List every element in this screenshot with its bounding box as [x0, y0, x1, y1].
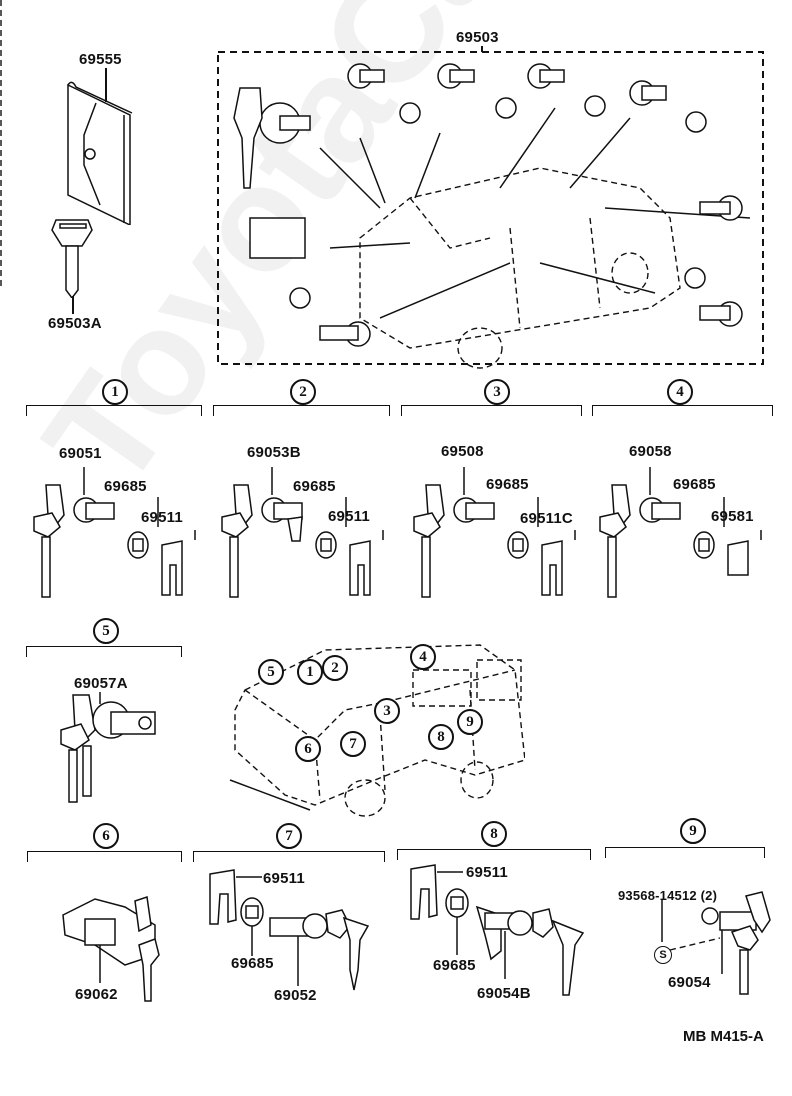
- leader-line: [72, 296, 74, 314]
- lock-set-group-1: [33, 467, 196, 598]
- key-set-frame: [217, 51, 764, 369]
- group-bracket: [26, 405, 202, 416]
- lock-set-drawings-row1: [33, 467, 762, 598]
- part-label[interactable]: 69685: [486, 476, 529, 493]
- group-bracket: [213, 405, 390, 416]
- leader-line: [481, 46, 483, 52]
- group-bracket: [26, 646, 182, 657]
- group-number-8: 8: [481, 821, 507, 847]
- tailgate-lock-icon: [60, 692, 156, 803]
- location-callout: 7: [340, 731, 366, 757]
- group-number-3: 3: [484, 379, 510, 405]
- group-number-7: 7: [276, 823, 302, 849]
- part-label[interactable]: 69511C: [520, 510, 573, 527]
- key-case-icon: [67, 81, 133, 225]
- part-label[interactable]: 69054: [668, 974, 711, 991]
- part-label[interactable]: 69508: [441, 443, 484, 460]
- lock-set-group-9: [661, 891, 771, 995]
- part-label[interactable]: 69685: [293, 478, 336, 495]
- blank-key-icon: [51, 219, 93, 298]
- ignition-housing-icon: [62, 896, 160, 1002]
- part-label-key-case[interactable]: 69555: [79, 51, 122, 68]
- leader-line: [105, 68, 107, 102]
- location-callout: 2: [322, 655, 348, 681]
- group-number-9: 9: [680, 818, 706, 844]
- part-label[interactable]: 69062: [75, 986, 118, 1003]
- location-callout: 1: [297, 659, 323, 685]
- group-bracket: [397, 849, 591, 860]
- group-bracket: [401, 405, 582, 416]
- part-label[interactable]: 69685: [433, 957, 476, 974]
- part-label[interactable]: 69511: [141, 509, 183, 526]
- part-label[interactable]: 69685: [104, 478, 147, 495]
- group-bracket: [592, 405, 773, 416]
- screw-symbol: S: [654, 946, 672, 964]
- part-label[interactable]: 69685: [231, 955, 274, 972]
- group-bracket: [605, 847, 765, 858]
- lock-set-group-4: [599, 467, 762, 598]
- part-label[interactable]: 69511: [328, 508, 370, 525]
- group-number-6: 6: [93, 823, 119, 849]
- location-callout: 4: [410, 644, 436, 670]
- lock-set-group-2: [221, 467, 384, 598]
- location-callout: 6: [295, 736, 321, 762]
- part-label[interactable]: 69581: [711, 508, 754, 525]
- group-number-1: 1: [102, 379, 128, 405]
- location-callout: 8: [428, 724, 454, 750]
- part-label[interactable]: 69054B: [477, 985, 531, 1002]
- lock-set-group-7: [209, 869, 370, 991]
- group-number-4: 4: [667, 379, 693, 405]
- part-label[interactable]: 69058: [629, 443, 672, 460]
- location-callout: 9: [457, 709, 483, 735]
- part-label[interactable]: 69057A: [74, 675, 128, 692]
- group-number-2: 2: [290, 379, 316, 405]
- part-label-blank-key[interactable]: 69503A: [48, 315, 102, 332]
- part-label-key-set[interactable]: 69503: [456, 29, 499, 46]
- group-bracket: [27, 851, 182, 862]
- part-label[interactable]: 69685: [673, 476, 716, 493]
- part-label[interactable]: 69511: [466, 864, 508, 881]
- part-label-screw[interactable]: 93568-14512 (2): [618, 888, 718, 903]
- lock-set-group-8: [410, 864, 585, 996]
- vehicle-location-drawing: [229, 644, 525, 817]
- location-callout: 3: [374, 698, 400, 724]
- part-label[interactable]: 69052: [274, 987, 317, 1004]
- part-label[interactable]: 69051: [59, 445, 102, 462]
- page-edge-dashes: [0, 0, 2, 290]
- illustration-code: MB M415-A: [683, 1028, 764, 1045]
- lock-set-group-3: [413, 467, 576, 598]
- group-bracket: [193, 851, 385, 862]
- part-label[interactable]: 69053B: [247, 444, 301, 461]
- lock-set-drawings-row3: [209, 864, 771, 996]
- group-number-5: 5: [93, 618, 119, 644]
- lock-cylinder-icons: [233, 63, 743, 347]
- location-callout: 5: [258, 659, 284, 685]
- part-label[interactable]: 69511: [263, 870, 305, 887]
